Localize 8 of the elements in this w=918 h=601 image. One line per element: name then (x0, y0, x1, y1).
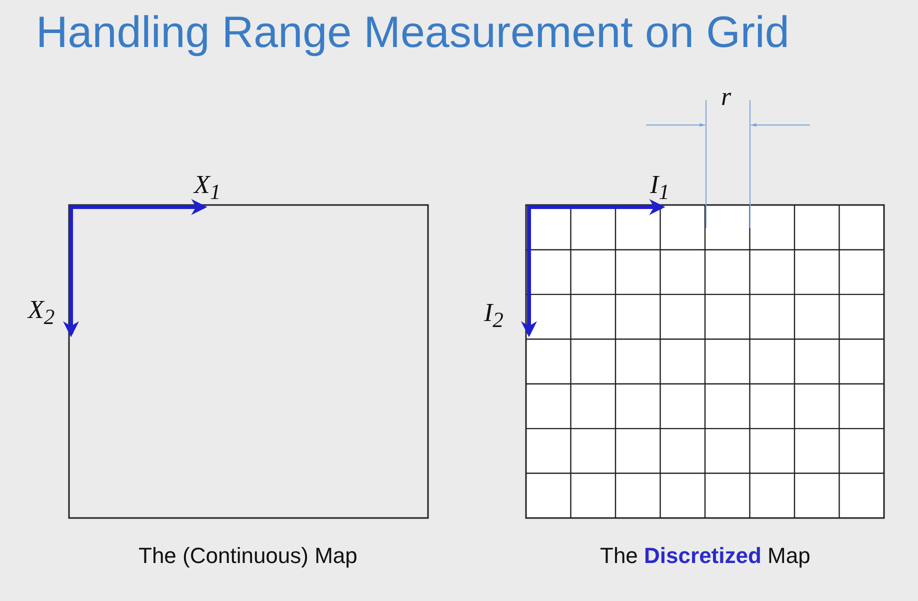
map-caption: The (Continuous) Map (138, 543, 358, 569)
axis-label: X$_{2}$ (28, 295, 55, 330)
axis-label: X$_{1}$ (194, 170, 221, 206)
axis-label: I$_{2}$ (484, 298, 504, 334)
dimension-label: r (721, 82, 732, 112)
axis-label: I$_{1}$ (650, 170, 670, 206)
slide-title: Handling Range Measurement on Grid (36, 8, 790, 58)
map-caption: The Discretized Map (600, 543, 810, 569)
